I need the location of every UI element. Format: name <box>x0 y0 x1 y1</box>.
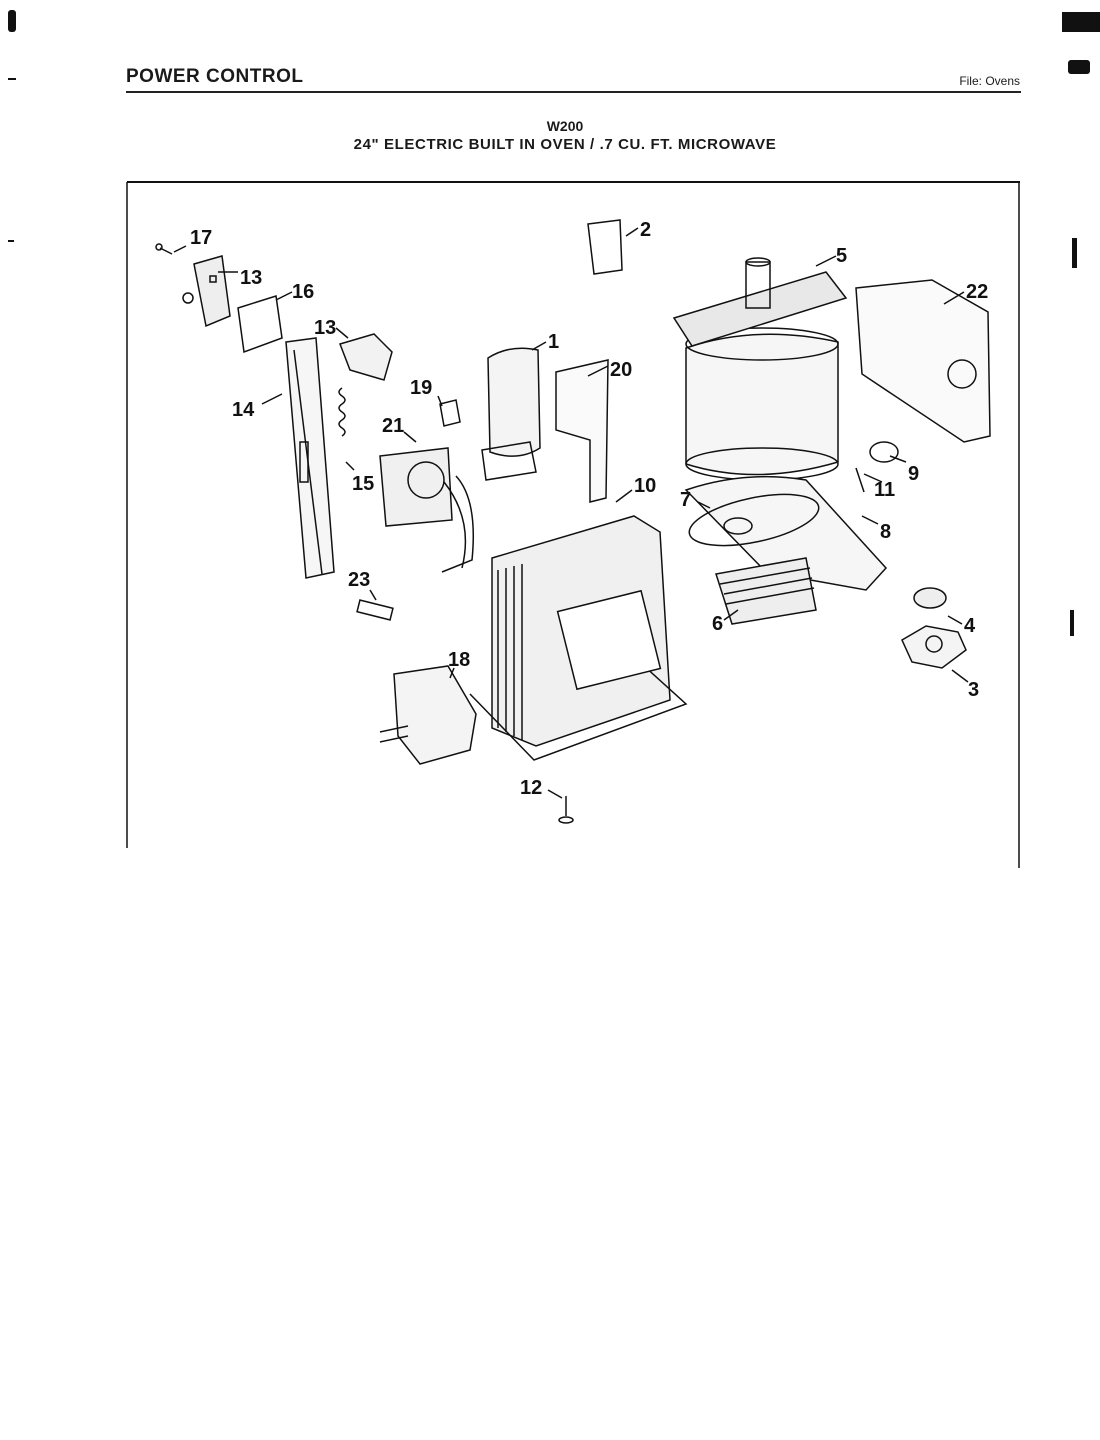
callout-9: 9 <box>908 463 919 485</box>
callout-5: 5 <box>836 245 847 267</box>
callout-3: 3 <box>968 679 979 701</box>
diagram-subtitle: 24" ELECTRIC BUILT IN OVEN / .7 CU. FT. … <box>353 136 777 153</box>
scan-mark <box>8 240 14 242</box>
callout-8: 8 <box>880 521 891 543</box>
callout-11: 11 <box>874 479 895 501</box>
model-number: W200 <box>546 118 584 134</box>
callout-17: 17 <box>190 227 212 249</box>
file-label: File: Ovens <box>959 74 1020 88</box>
scan-mark <box>1072 238 1077 268</box>
callout-13: 13 <box>240 267 262 289</box>
callout-2: 2 <box>640 219 651 241</box>
scan-mark <box>1062 12 1100 32</box>
callout-labels: 17 13 16 13 14 15 21 19 1 20 2 5 22 9 11… <box>190 219 988 799</box>
callout-23: 23 <box>348 569 370 591</box>
callout-14: 14 <box>232 399 255 421</box>
callout-21: 21 <box>382 415 404 437</box>
callout-1: 1 <box>548 331 559 353</box>
callout-22: 22 <box>966 281 988 303</box>
scan-mark <box>8 10 16 32</box>
callout-10: 10 <box>634 475 656 497</box>
callout-7: 7 <box>680 489 691 511</box>
callout-19: 19 <box>410 377 432 399</box>
callout-13: 13 <box>314 317 336 339</box>
callout-12: 12 <box>520 777 542 799</box>
scan-mark <box>1070 610 1074 636</box>
callout-15: 15 <box>352 473 374 495</box>
scan-mark <box>1068 60 1090 74</box>
callout-4: 4 <box>964 615 976 637</box>
callout-6: 6 <box>712 613 723 635</box>
callout-18: 18 <box>448 649 470 671</box>
exploded-parts-diagram: 17 13 16 13 14 15 21 19 1 20 2 5 22 9 11… <box>126 181 1020 868</box>
scan-mark <box>8 78 16 80</box>
page-title: POWER CONTROL <box>126 66 304 87</box>
callout-16: 16 <box>292 281 314 303</box>
callout-20: 20 <box>610 359 632 381</box>
header-divider <box>126 91 1021 93</box>
